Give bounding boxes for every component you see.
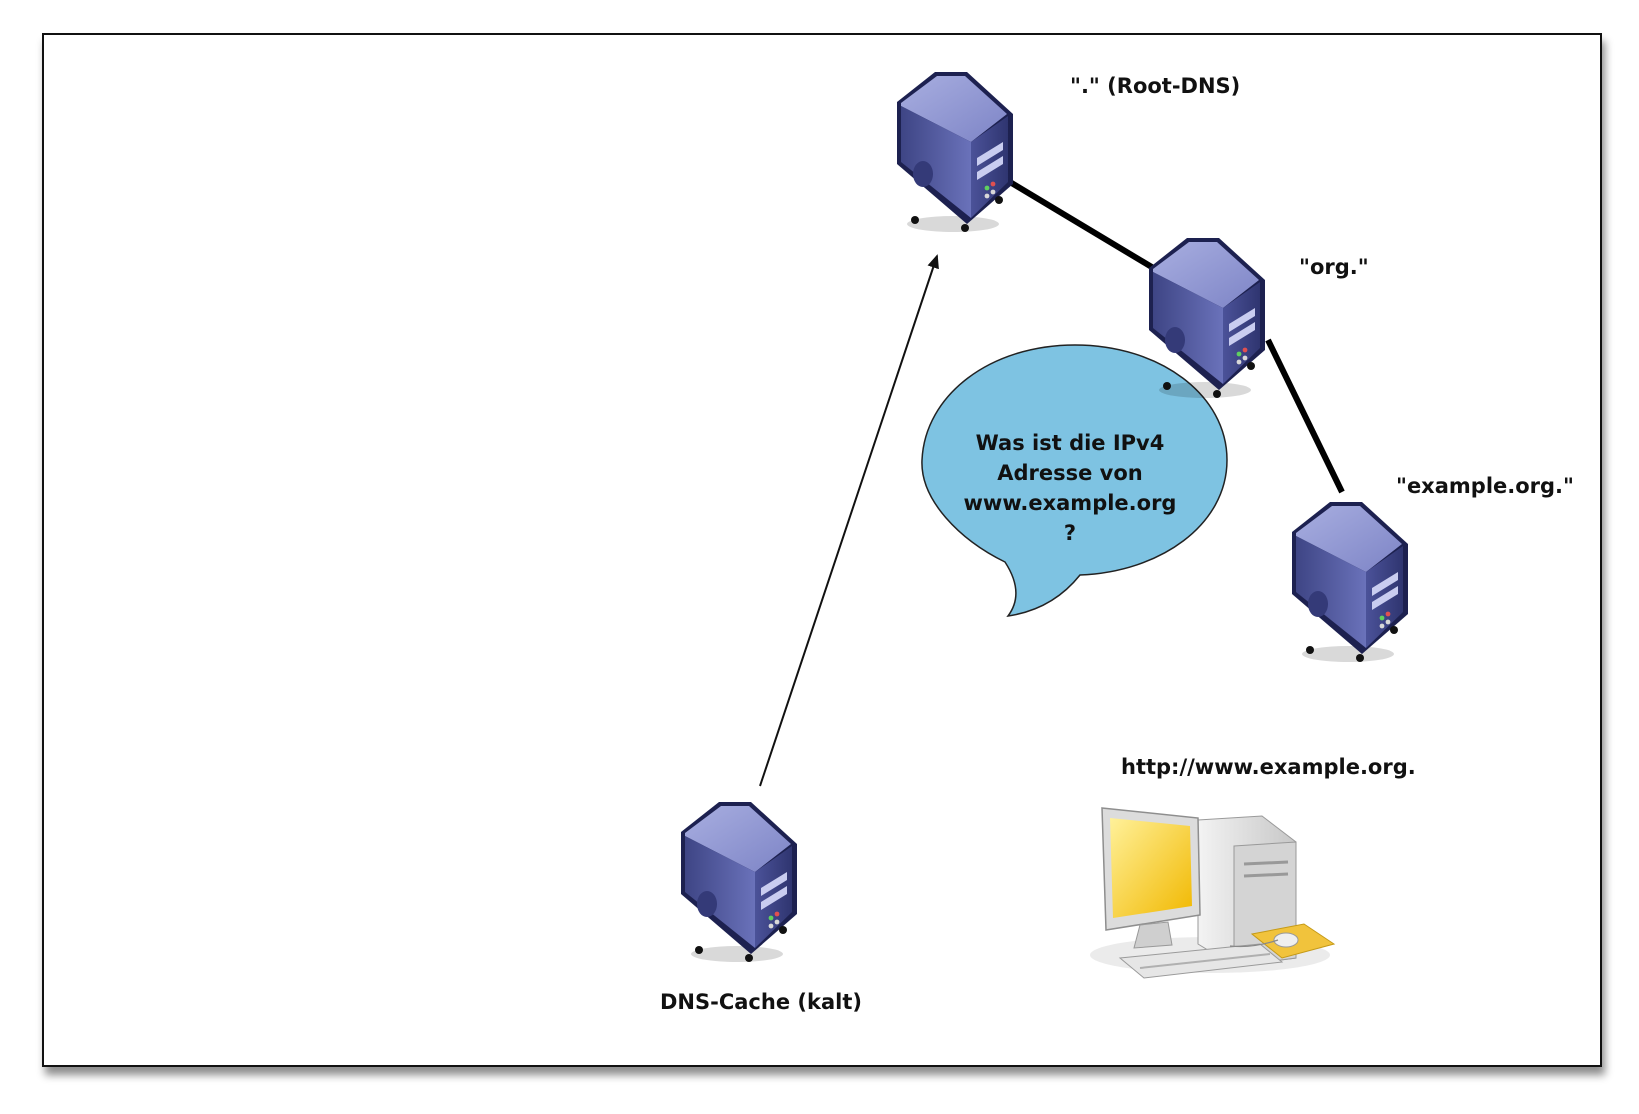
dns-cache-label: DNS-Cache (kalt) [660,990,862,1014]
bubble-line-4: ? [1063,521,1077,545]
root-dns-server-icon [897,72,1013,232]
speech-bubble [921,344,1228,618]
example-org-dns-label: "example.org." [1396,474,1574,498]
link-org-example [1265,338,1345,494]
query-arrow [759,254,939,787]
dns-cache-server-icon [681,802,797,962]
example-org-dns-server-icon [1292,502,1408,662]
org-dns-label: "org." [1299,255,1369,279]
desktop-computer-icon [1090,807,1336,979]
bubble-line-3: www.example.org [963,491,1177,515]
link-root-org [1008,179,1162,275]
root-dns-label: "." (Root-DNS) [1070,74,1241,98]
bubble-line-2: Adresse von [997,461,1143,485]
client-url-label: http://www.example.org. [1121,755,1416,779]
bubble-question-text: Was ist die IPv4 Adresse von www.example… [940,428,1200,548]
bubble-line-1: Was ist die IPv4 [975,431,1165,455]
